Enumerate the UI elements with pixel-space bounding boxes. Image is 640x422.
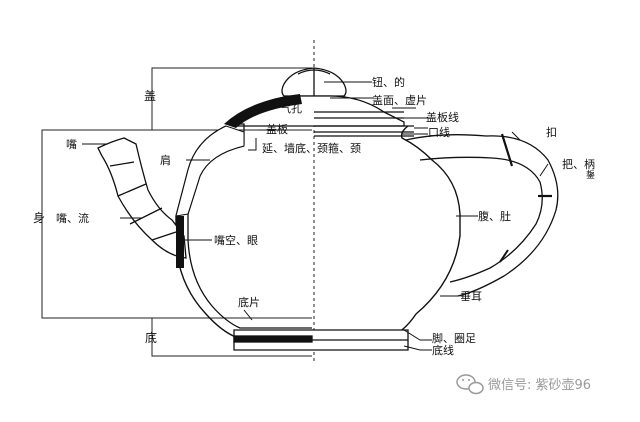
base-shape — [233, 329, 409, 351]
label-neck: 延、墙底、颈箍、颈 — [262, 141, 361, 155]
label-knot: 扣 — [546, 125, 557, 139]
label-base-line: 底线 — [432, 343, 454, 357]
wechat-icon — [456, 374, 484, 395]
lid-section — [224, 94, 302, 128]
body-outline — [175, 125, 461, 339]
spout-shape — [97, 137, 187, 259]
label-hanging-ear: 垂耳 — [460, 290, 482, 303]
label-foot: 脚、圈足 — [432, 331, 476, 345]
body-wall-left — [175, 125, 245, 217]
label-lid: 盖 — [144, 89, 156, 103]
handle-shape — [405, 133, 559, 297]
label-lid-face: 盖面、虚片 — [372, 93, 427, 107]
label-lid-board-line: 盖板线 — [426, 110, 459, 124]
watermark-text: 微信号: 紫砂壶96 — [488, 378, 591, 393]
lid-shape — [234, 95, 414, 145]
leader-lines — [82, 81, 549, 351]
label-handle-sub: 鋬 — [586, 170, 595, 181]
label-spout: 嘴 — [66, 138, 77, 151]
label-mouth-line: 口线 — [428, 125, 450, 139]
label-body: 身 — [33, 210, 45, 225]
label-belly: 腹、肚 — [478, 209, 511, 223]
label-lid-board: 盖板 — [266, 122, 288, 136]
label-base: 底 — [145, 330, 157, 345]
label-spout-flow: 嘴、流 — [56, 211, 89, 225]
label-shoulder: 肩 — [160, 153, 171, 167]
spout-hole-mark — [176, 216, 184, 268]
label-knob: 钮、的 — [372, 75, 405, 89]
label-spout-hole: 嘴空、眼 — [214, 233, 258, 247]
label-handle: 把、柄 — [562, 157, 595, 171]
label-bottom-piece: 底片 — [238, 295, 260, 309]
label-air-hole: 气孔 — [280, 101, 302, 115]
